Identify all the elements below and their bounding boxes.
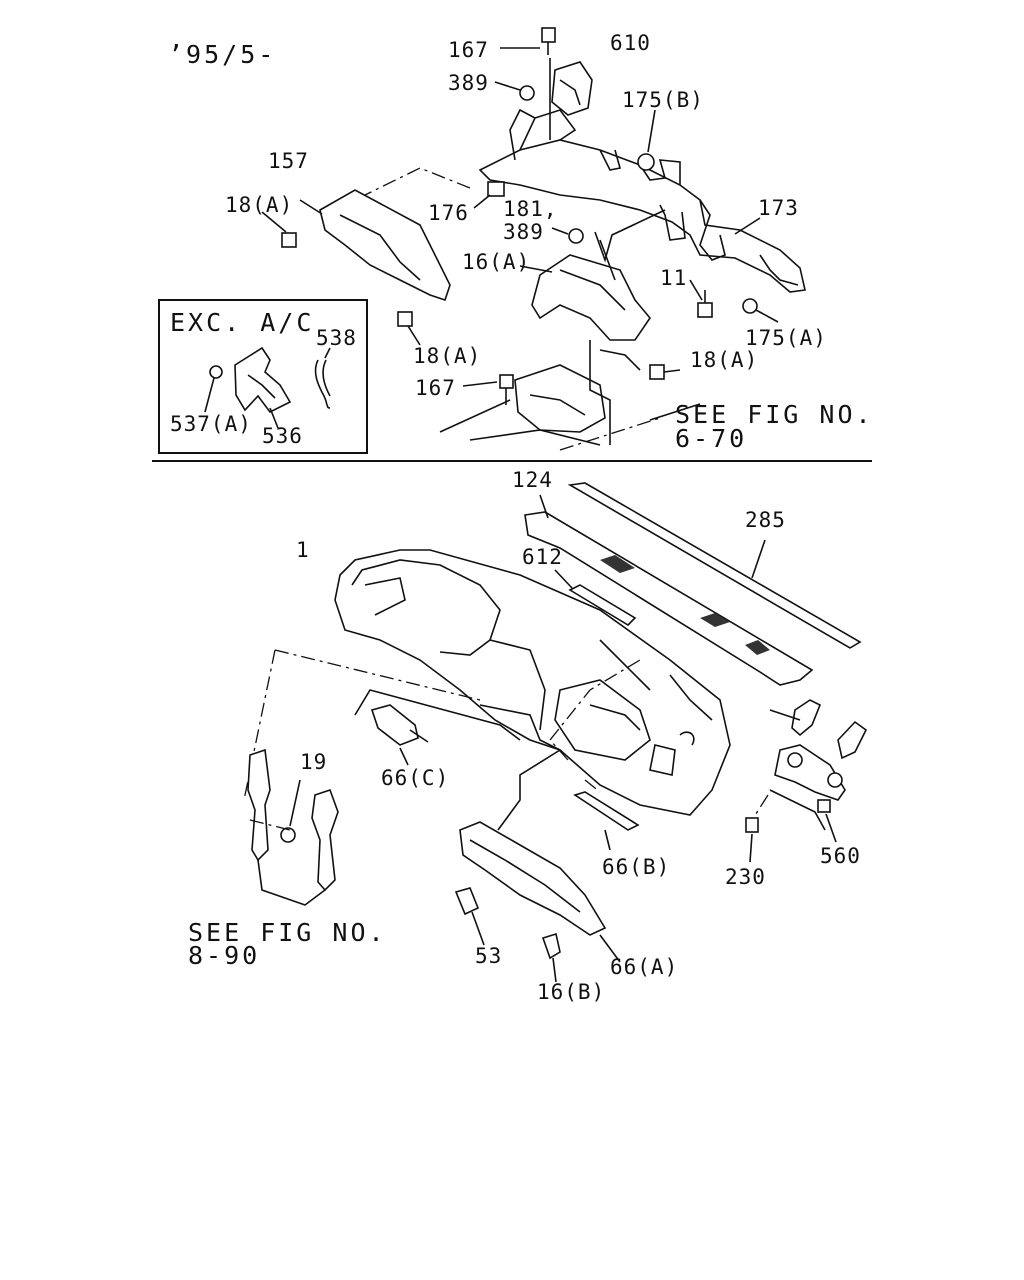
callout-537a: 537(A) bbox=[170, 412, 252, 436]
callout-612: 612 bbox=[522, 545, 563, 569]
callout-560: 560 bbox=[820, 844, 861, 868]
callout-16b: 16(B) bbox=[537, 980, 606, 1004]
callout-157: 157 bbox=[268, 149, 309, 173]
callout-11: 11 bbox=[660, 266, 688, 290]
callout-389-top: 389 bbox=[448, 71, 489, 95]
hanger-beam-assembly bbox=[261, 27, 806, 451]
inset-parts bbox=[204, 346, 331, 429]
callout-167-top: 167 bbox=[448, 38, 489, 62]
see-fig-8-90-line1: SEE FIG NO. bbox=[188, 918, 387, 947]
inset-title: EXC. A/C bbox=[170, 308, 315, 337]
callout-181: 181, bbox=[503, 197, 558, 221]
callout-167-mid: 167 bbox=[415, 376, 456, 400]
callout-18a-mid: 18(A) bbox=[413, 344, 482, 368]
section-divider bbox=[152, 460, 872, 462]
callout-18a-right: 18(A) bbox=[690, 348, 759, 372]
see-fig-8-90-line2: 8-90 bbox=[188, 941, 261, 970]
callout-66b: 66(B) bbox=[602, 855, 671, 879]
callout-389-mid: 389 bbox=[503, 220, 544, 244]
instrument-panel-assembly bbox=[243, 482, 868, 983]
callout-66c: 66(C) bbox=[381, 766, 450, 790]
callout-538: 538 bbox=[316, 326, 357, 350]
callout-173: 173 bbox=[758, 196, 799, 220]
callout-16a: 16(A) bbox=[462, 250, 531, 274]
callout-536: 536 bbox=[262, 424, 303, 448]
callout-1: 1 bbox=[296, 538, 310, 562]
see-fig-6-70-line1: SEE FIG NO. bbox=[675, 400, 874, 429]
callout-285: 285 bbox=[745, 508, 786, 532]
callout-124: 124 bbox=[512, 468, 553, 492]
callout-53: 53 bbox=[475, 944, 503, 968]
callout-66a: 66(A) bbox=[610, 955, 679, 979]
see-fig-6-70-line2: 6-70 bbox=[675, 424, 748, 453]
callout-176: 176 bbox=[428, 201, 469, 225]
callout-230: 230 bbox=[725, 865, 766, 889]
callout-175a: 175(A) bbox=[745, 326, 827, 350]
date-code: ’95/5- bbox=[168, 40, 277, 69]
callout-610: 610 bbox=[610, 31, 651, 55]
callout-18a-left: 18(A) bbox=[225, 193, 294, 217]
callout-19: 19 bbox=[300, 750, 328, 774]
callout-175b: 175(B) bbox=[622, 88, 704, 112]
exc-ac-inset-box bbox=[158, 299, 368, 454]
